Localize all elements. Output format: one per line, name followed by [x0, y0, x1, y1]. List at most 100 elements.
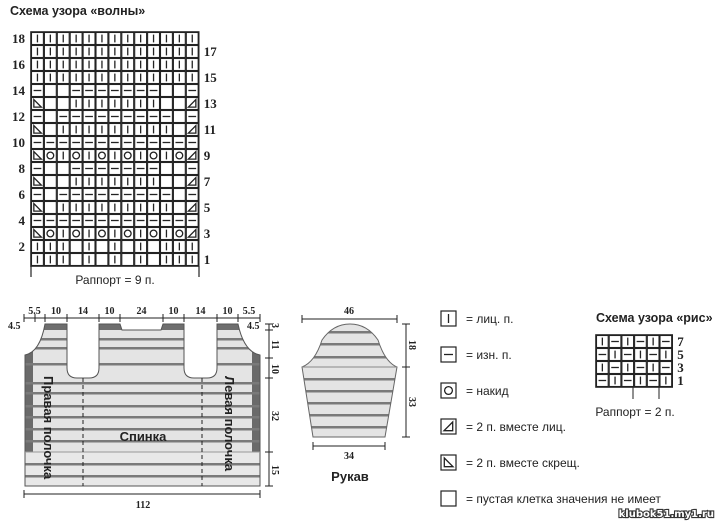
- knit-icon: [147, 70, 161, 85]
- waves-row-number: 18: [12, 31, 26, 46]
- knit-icon: [108, 57, 122, 72]
- knit-icon: [30, 70, 44, 85]
- knit-icon: [172, 44, 186, 59]
- waves-row: 11: [30, 122, 216, 137]
- knit-icon: [595, 334, 609, 349]
- waves-row-number: 17: [204, 44, 218, 59]
- top-dimension-label: 10: [51, 306, 61, 317]
- knit-icon: [56, 239, 70, 254]
- knit-icon: [134, 57, 148, 72]
- empty-cell: [121, 252, 135, 267]
- knit-icon: [108, 174, 122, 189]
- purl-icon: [134, 109, 148, 124]
- purl-icon: [121, 213, 135, 228]
- purl-icon: [30, 135, 44, 150]
- left-front-label: Левая полочка: [222, 376, 237, 472]
- legend-item: = пустая клетка значения не имеет: [440, 490, 661, 507]
- stripe: [25, 440, 260, 443]
- knit-icon: [56, 122, 70, 137]
- rice-row-number: 1: [677, 373, 684, 388]
- purl-icon: [121, 109, 135, 124]
- purl-icon: [595, 373, 609, 388]
- waves-row-number: 6: [19, 187, 26, 202]
- purl-icon: [134, 135, 148, 150]
- purl-icon: [69, 161, 83, 176]
- knit-icon: [634, 347, 647, 362]
- knit-icon: [56, 200, 70, 215]
- knit-icon: [159, 252, 173, 267]
- purl-icon: [56, 187, 70, 202]
- legend: = лиц. п.= изн. п.= накид= 2 п. вместе л…: [440, 310, 661, 507]
- stripe: [25, 463, 260, 466]
- top-dimension-label: 5.5: [28, 306, 41, 317]
- empty-cell: [56, 96, 70, 111]
- empty-cell: [159, 83, 173, 98]
- knit-icon: [159, 200, 173, 215]
- waves-row-number: 15: [204, 70, 218, 85]
- sleeve-length: 33: [406, 397, 417, 407]
- knit-icon: [30, 31, 44, 46]
- empty-cell: [172, 174, 186, 189]
- purl-icon: [56, 213, 70, 228]
- waves-row: 9: [30, 148, 211, 163]
- knit-icon: [134, 148, 148, 163]
- knit-icon: [172, 57, 186, 72]
- purl-icon: [30, 187, 44, 202]
- knit-icon: [595, 360, 609, 375]
- k2tog-tbl-icon: [30, 226, 44, 241]
- knit-icon: [108, 96, 122, 111]
- waves-rapport-label: Раппорт = 9 п.: [75, 273, 154, 287]
- knit-icon: [69, 70, 83, 85]
- purl-icon: [43, 135, 57, 150]
- purl-icon: [147, 135, 161, 150]
- knit-icon: [121, 122, 135, 137]
- knit-icon: [121, 44, 135, 59]
- rice-row: 7: [595, 334, 684, 349]
- purl-icon: [69, 135, 83, 150]
- purl-icon: [134, 83, 148, 98]
- knit-icon: [159, 239, 173, 254]
- purl-icon: [621, 347, 635, 362]
- stripe: [25, 392, 260, 395]
- purl-icon: [108, 213, 122, 228]
- k2tog-tbl-icon: [30, 148, 44, 163]
- yarn-over-icon: [147, 148, 161, 163]
- rice-rapport-label: Раппорт = 2 п.: [595, 405, 674, 419]
- knit-icon: [43, 239, 57, 254]
- knit-icon: [134, 122, 148, 137]
- purl-icon: [134, 187, 148, 202]
- purl-icon: [608, 360, 622, 375]
- purl-icon: [147, 213, 161, 228]
- knit-icon: [95, 31, 109, 46]
- knit-icon: [108, 200, 122, 215]
- empty-cell: [121, 239, 135, 254]
- purl-icon: [121, 83, 135, 98]
- rice-row-number: 5: [677, 347, 684, 362]
- purl-icon: [69, 83, 83, 98]
- purl-icon: [56, 109, 70, 124]
- empty-cell: [440, 490, 457, 507]
- k2tog-icon: [185, 96, 199, 111]
- knit-icon: [43, 252, 57, 267]
- knit-icon: [134, 174, 148, 189]
- purl-icon: [159, 187, 173, 202]
- purl-icon: [108, 83, 122, 98]
- waves-row: 2: [19, 239, 199, 254]
- knit-icon: [134, 200, 148, 215]
- sleeve-schematic: 46 18 33 34 Рукав: [301, 306, 417, 484]
- purl-icon: [147, 83, 161, 98]
- yarn-over-icon: [121, 148, 135, 163]
- stripe: [25, 475, 260, 478]
- sleeve-cap-height: 18: [406, 340, 417, 350]
- stripe: [302, 343, 397, 346]
- knit-icon: [56, 70, 70, 85]
- empty-cell: [69, 239, 83, 254]
- stripe: [302, 426, 397, 429]
- empty-cell: [43, 96, 57, 111]
- empty-cell: [172, 187, 186, 202]
- knit-icon: [134, 226, 148, 241]
- knit-icon: [82, 200, 96, 215]
- empty-cell: [159, 96, 173, 111]
